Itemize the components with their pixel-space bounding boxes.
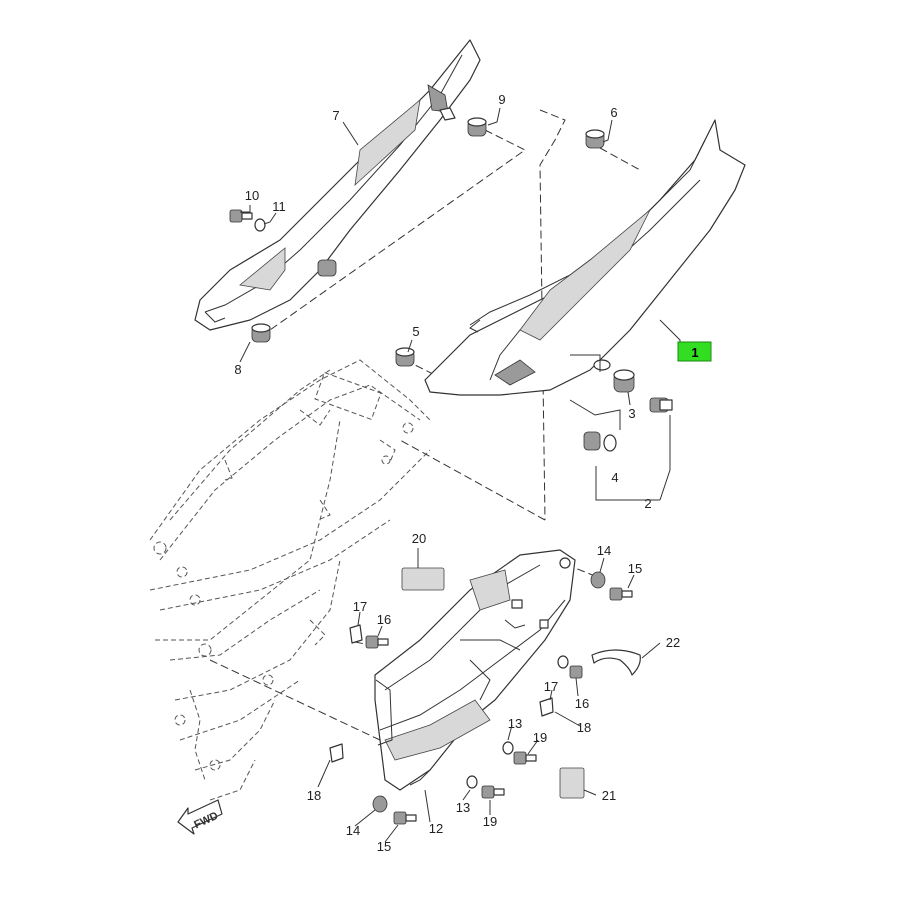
side-cover-main-right bbox=[424, 119, 746, 396]
bolt-15-upper bbox=[590, 571, 633, 601]
callout-labels: 1 2 3 4 5 6 7 8 9 10 11 12 13 13 14 14 1… bbox=[234, 92, 698, 854]
callout-16-right: 16 bbox=[575, 696, 589, 711]
grommet-5 bbox=[395, 347, 415, 367]
callout-3: 3 bbox=[628, 406, 635, 421]
callout-21: 21 bbox=[602, 788, 616, 803]
bolt-16-left bbox=[349, 624, 389, 649]
callout-18-left: 18 bbox=[307, 788, 321, 803]
callout-7: 7 bbox=[332, 108, 339, 123]
side-cover-lower bbox=[374, 549, 576, 791]
callout-16-left: 16 bbox=[377, 612, 391, 627]
callout-6: 6 bbox=[610, 105, 617, 120]
callout-13-low: 13 bbox=[456, 800, 470, 815]
callout-4: 4 bbox=[611, 470, 618, 485]
forward-direction-arrow: FWD bbox=[177, 799, 223, 835]
fastener-2 bbox=[649, 397, 673, 413]
callout-1: 1 bbox=[691, 345, 698, 360]
callout-15-upper: 15 bbox=[628, 561, 642, 576]
bolt-19-mid bbox=[502, 741, 537, 765]
pad-20 bbox=[401, 567, 445, 591]
bolt-19-low bbox=[466, 775, 505, 799]
callout-9: 9 bbox=[498, 92, 505, 107]
collar-4 bbox=[583, 431, 617, 452]
callout-19-mid: 19 bbox=[533, 730, 547, 745]
pad-21 bbox=[559, 767, 585, 799]
callout-5: 5 bbox=[412, 324, 419, 339]
callout-17-right: 17 bbox=[544, 679, 558, 694]
grommet-8 bbox=[251, 323, 271, 343]
callout-2: 2 bbox=[644, 496, 651, 511]
grommet-6 bbox=[585, 129, 605, 149]
callout-18-right: 18 bbox=[577, 720, 591, 735]
callout-12: 12 bbox=[429, 821, 443, 836]
highlighted-part-badge bbox=[677, 341, 712, 362]
callout-22: 22 bbox=[666, 635, 680, 650]
callout-19-low: 19 bbox=[483, 814, 497, 829]
frame-outline bbox=[149, 359, 431, 801]
side-cover-upper-left bbox=[194, 39, 481, 331]
grommet-9 bbox=[467, 117, 487, 137]
assembly-bracket-2 bbox=[569, 354, 671, 501]
callout-14-upper: 14 bbox=[597, 543, 611, 558]
callout-20: 20 bbox=[412, 531, 426, 546]
callout-14-lower: 14 bbox=[346, 823, 360, 838]
clip-17-right bbox=[539, 697, 554, 717]
bolt-16-right bbox=[557, 655, 583, 679]
callout-11: 11 bbox=[272, 199, 286, 214]
washer-11 bbox=[254, 218, 266, 232]
callout-15-lower: 15 bbox=[377, 839, 391, 854]
bolt-15-lower bbox=[372, 795, 417, 825]
leader-lines bbox=[239, 107, 681, 843]
callout-17-left: 17 bbox=[353, 599, 367, 614]
clip-18-left bbox=[329, 743, 344, 763]
bolt-10 bbox=[229, 209, 253, 223]
callout-13-mid: 13 bbox=[508, 716, 522, 731]
grommet-3 bbox=[613, 369, 635, 393]
callout-10: 10 bbox=[245, 188, 259, 203]
callout-8: 8 bbox=[234, 362, 241, 377]
band-22 bbox=[591, 649, 641, 676]
